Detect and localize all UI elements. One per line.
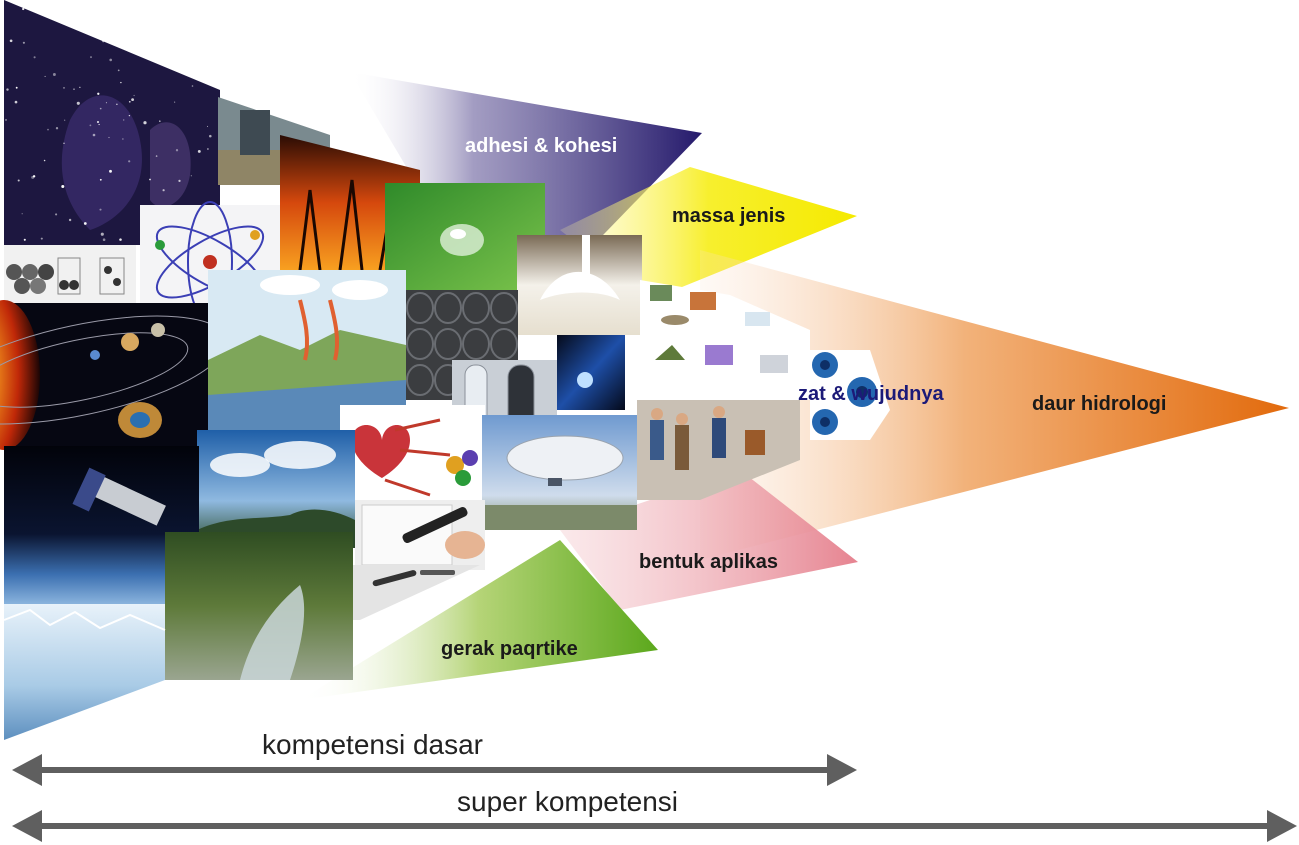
water-molecule-icon xyxy=(810,350,890,440)
photo-collage xyxy=(0,0,810,740)
super-kompetensi-label: super kompetensi xyxy=(457,786,678,817)
massa-label: massa jenis xyxy=(672,205,785,227)
chemistry-diagram xyxy=(640,280,810,400)
bentuk-label: bentuk aplikas xyxy=(639,551,778,573)
super-kompetensi-arrow xyxy=(12,810,1297,842)
gerak-label: gerak paqrtike xyxy=(441,638,578,660)
kompetensi-dasar-arrow xyxy=(12,754,857,786)
nebula-photo xyxy=(4,0,220,245)
writing-hand-photo xyxy=(355,500,485,570)
gerak-triangle xyxy=(300,540,658,700)
glacier-photo xyxy=(3,604,166,740)
daur-label: daur hidrologi xyxy=(1032,393,1166,415)
zeppelin-photo xyxy=(482,415,637,530)
adhesi-label: adhesi & kohesi xyxy=(465,135,617,157)
bentuk-triangle xyxy=(560,470,858,610)
forest-river-photo xyxy=(165,532,353,680)
solar-system-photo xyxy=(0,300,228,450)
heart-diagram xyxy=(340,405,485,505)
welding-photo xyxy=(557,335,625,410)
tools-photo xyxy=(353,565,480,620)
kompetensi-dasar-label: kompetensi dasar xyxy=(262,729,483,760)
milk-splash-photo xyxy=(517,235,642,335)
zat-label: zat & wujudnya xyxy=(798,383,944,405)
factory-workers-photo xyxy=(637,400,800,500)
spheres-photo xyxy=(4,245,136,303)
daur-triangle xyxy=(700,250,1289,560)
sky-landscape-photo xyxy=(197,430,355,548)
